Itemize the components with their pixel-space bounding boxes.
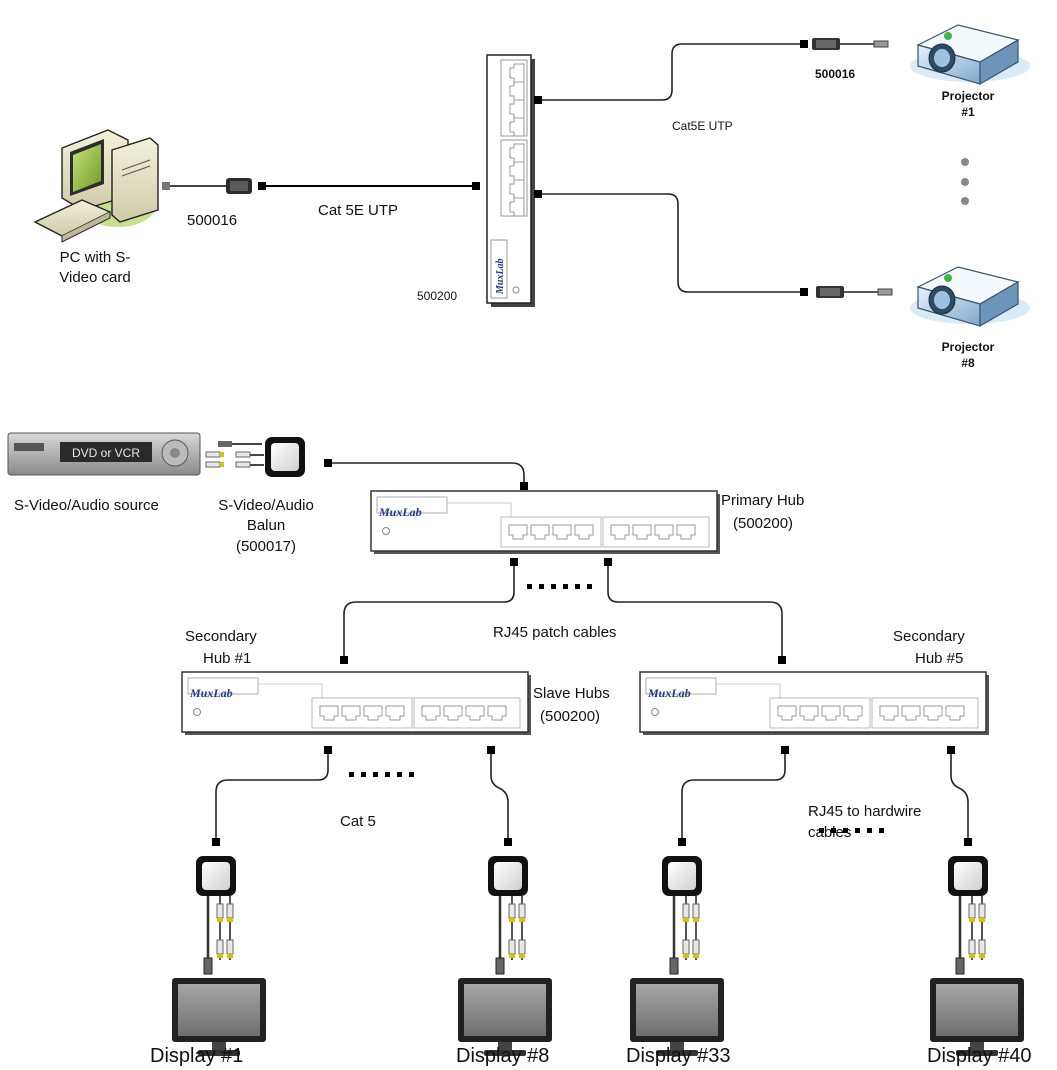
ellipsis-dots-patch: [527, 584, 592, 589]
av-cable-1: [202, 894, 235, 976]
balun-line1: S-Video/Audio: [218, 497, 314, 514]
right-link-label: Cat5E UTP: [672, 119, 733, 133]
primary-line2: (500200): [733, 515, 793, 532]
primary-hub: [371, 491, 720, 554]
patch-label: RJ45 patch cables: [493, 624, 616, 641]
cat5-label: Cat 5: [340, 813, 376, 830]
av-cable-40: [954, 894, 987, 976]
secondary5-line2: Hub #5: [915, 650, 963, 667]
display-1-label: Display #1: [150, 1045, 243, 1067]
cable-display40: [950, 754, 969, 838]
receiver-balun-40-icon: [948, 856, 988, 896]
display-33-label: Display #33: [626, 1045, 731, 1067]
cable-display33: [681, 754, 786, 838]
secondary5-line1: Secondary: [893, 628, 965, 645]
source-balun-icon: [265, 437, 305, 477]
rj45-line1: RJ45 to hardwire: [808, 803, 921, 820]
ellipsis-dots-hub5: [819, 828, 884, 833]
link-label: Cat 5E UTP: [318, 202, 398, 219]
receiver-balun-8-icon: [488, 856, 528, 896]
patch-cable-left: [343, 566, 515, 656]
balun-line3: (500017): [236, 538, 296, 555]
dvd-player-icon: [7, 432, 201, 476]
balun-line2: Balun: [247, 517, 285, 534]
projector8-line1: Projector: [942, 340, 995, 354]
secondary1-line1: Secondary: [185, 628, 257, 645]
hub-vertical: [486, 54, 535, 307]
cable-to-projector8: [542, 193, 800, 293]
hub-code: 500200: [417, 289, 457, 303]
patch-cable-right: [607, 566, 783, 656]
ellipsis-dots-vertical: [961, 158, 969, 205]
secondary1-line2: Hub #1: [203, 650, 251, 667]
slave-hub-5: [640, 672, 989, 735]
balun-code-right: 500016: [815, 67, 855, 81]
dvd-label: DVD or VCR: [72, 446, 140, 460]
av-cable-8: [494, 894, 527, 976]
projector1-line2: #1: [961, 105, 975, 119]
display-40-label: Display #40: [927, 1045, 1032, 1067]
rj45-line2: cables: [808, 824, 851, 841]
primary-hub-brand: MuxLab: [378, 505, 422, 519]
cable-to-primary-hub: [332, 462, 525, 482]
cable-balun-left: [162, 178, 266, 194]
slave-hub5-brand: MuxLab: [647, 686, 691, 700]
projector8-line2: #8: [961, 356, 975, 370]
slave-hub1-brand: MuxLab: [189, 686, 233, 700]
projector1-line1: Projector: [942, 89, 995, 103]
display-8-label: Display #8: [456, 1045, 549, 1067]
balun-code-left: 500016: [187, 212, 237, 229]
slave-line1: Slave Hubs: [533, 685, 610, 702]
source-label: S-Video/Audio source: [14, 497, 159, 514]
receiver-balun-1-icon: [196, 856, 236, 896]
pc-label-line1: PC with S-: [60, 249, 131, 266]
projector-8-icon: [909, 266, 1031, 327]
primary-line1: Primary Hub: [721, 492, 804, 509]
cable-display8: [490, 754, 509, 838]
dongle-projector1: [811, 37, 889, 51]
slave-line2: (500200): [540, 708, 600, 725]
ellipsis-dots-hub1: [349, 772, 414, 777]
cable-to-projector1: [542, 43, 800, 101]
dongle-projector8: [815, 285, 893, 299]
pc-label-line2: Video card: [59, 269, 130, 286]
av-cable-33: [668, 894, 701, 976]
projector-1-icon: [909, 24, 1031, 85]
pc-icon: [33, 129, 159, 243]
hub-vertical-brand: MuxLab: [495, 258, 506, 295]
cable-display1: [215, 754, 329, 838]
receiver-balun-33-icon: [662, 856, 702, 896]
source-cables: [205, 441, 264, 468]
slave-hub-1: [182, 672, 531, 735]
